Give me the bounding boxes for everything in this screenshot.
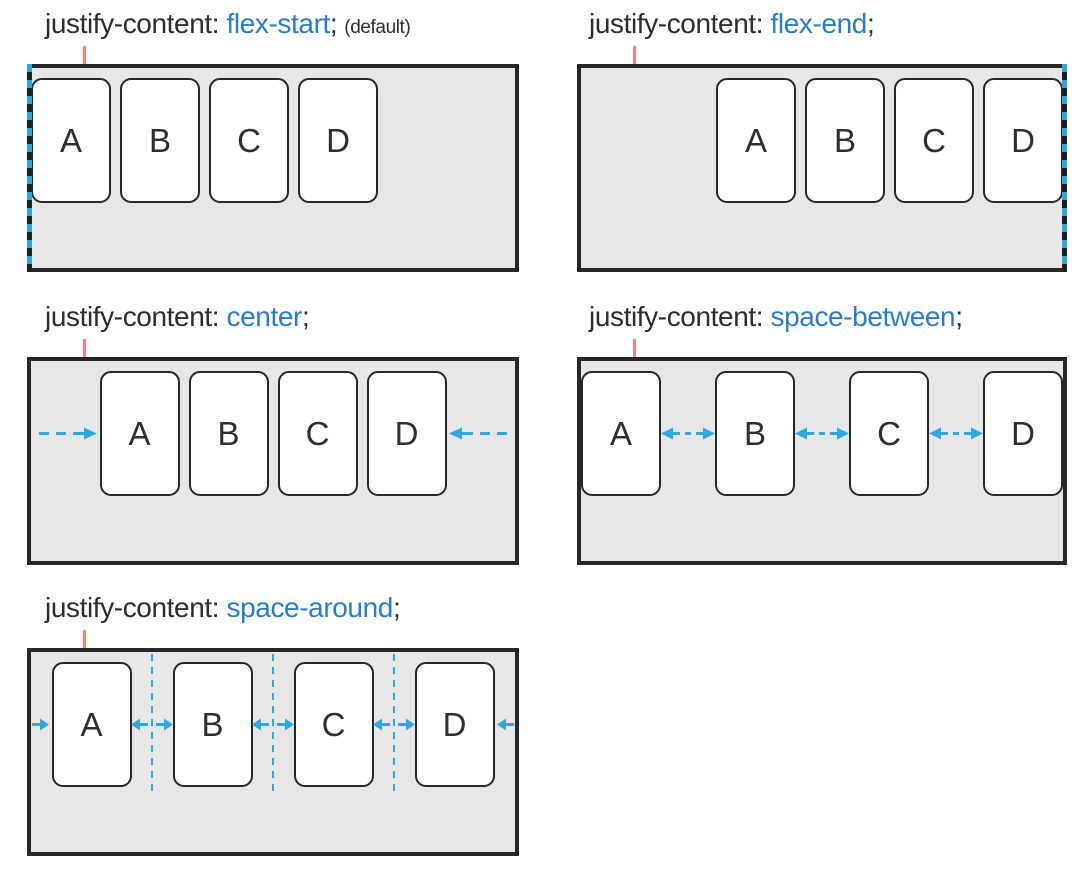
title-value: space-around	[226, 592, 394, 623]
flex-item-c: C	[293, 662, 374, 787]
ruler-tick	[633, 339, 636, 357]
double-headed-arrow-icon	[661, 427, 715, 440]
dashed-arrow-left-icon	[449, 427, 507, 440]
panel-flex-start: justify-content: flex-start; (default) A …	[27, 6, 519, 272]
title-property: justify-content:	[589, 301, 771, 332]
small-arrow-left-icon	[497, 718, 514, 731]
title-semicolon: ;	[955, 301, 963, 332]
flex-container: A B C D	[577, 357, 1067, 565]
double-headed-arrow-icon	[929, 427, 983, 440]
title-property: justify-content:	[589, 8, 771, 39]
flex-item-d: D	[366, 371, 447, 496]
flex-container: A B C D	[27, 648, 519, 856]
ruler-tick	[633, 46, 636, 64]
small-arrow-right-icon	[32, 718, 49, 731]
panel-flex-end: justify-content: flex-end; A B C D	[577, 6, 1067, 272]
flex-item-d: D	[414, 662, 495, 787]
flex-item-c: C	[894, 78, 974, 203]
panel-space-between: justify-content: space-between; A B C D	[577, 299, 1067, 565]
panel-title: justify-content: space-around;	[45, 590, 519, 626]
title-value: flex-start	[226, 8, 331, 39]
flex-item-c: C	[209, 78, 289, 203]
flex-item-a: A	[99, 371, 180, 496]
ruler-tick	[83, 339, 86, 357]
title-property: justify-content:	[45, 592, 227, 623]
small-arrow-left-icon	[252, 718, 269, 731]
flex-item-c: C	[849, 371, 929, 496]
flex-item-b: B	[715, 371, 795, 496]
flex-end-edge-indicator	[1062, 64, 1067, 272]
gap-center-dashed-line	[272, 654, 274, 796]
flex-item-b: B	[188, 371, 269, 496]
flex-container: A B C D	[577, 64, 1067, 272]
small-arrow-left-icon	[131, 718, 148, 731]
double-headed-arrow-icon	[795, 427, 849, 440]
title-value: space-between	[770, 301, 956, 332]
title-note: (default)	[344, 17, 411, 38]
ruler-tick	[83, 630, 86, 648]
flex-item-a: A	[51, 662, 132, 787]
small-arrow-right-icon	[398, 718, 415, 731]
flex-container: A B C D	[27, 64, 519, 272]
ruler-tick	[83, 46, 86, 64]
title-value: center	[226, 301, 303, 332]
panel-space-around: justify-content: space-around;	[27, 590, 519, 856]
flex-item-a: A	[716, 78, 796, 203]
panel-title: justify-content: center;	[45, 299, 519, 335]
flex-item-d: D	[298, 78, 378, 203]
gap-center-dashed-line	[151, 654, 153, 796]
flex-container: A B C D	[27, 357, 519, 565]
title-semicolon: ;	[301, 301, 310, 332]
flex-item-d: D	[983, 78, 1063, 203]
title-property: justify-content:	[45, 301, 227, 332]
title-semicolon: ;	[392, 592, 401, 623]
dashed-arrow-right-icon	[39, 427, 97, 440]
flex-item-b: B	[172, 662, 253, 787]
flex-item-b: B	[805, 78, 885, 203]
panel-title: justify-content: flex-start; (default)	[45, 6, 519, 42]
title-semicolon: ;	[329, 8, 338, 39]
flex-item-d: D	[983, 371, 1063, 496]
title-property: justify-content:	[45, 8, 227, 39]
flex-item-c: C	[277, 371, 358, 496]
flex-item-b: B	[120, 78, 200, 203]
small-arrow-right-icon	[277, 718, 294, 731]
title-semicolon: ;	[866, 8, 875, 39]
flex-item-a: A	[31, 78, 111, 203]
flex-item-a: A	[581, 371, 661, 496]
small-arrow-left-icon	[373, 718, 390, 731]
panel-title: justify-content: space-between;	[589, 299, 1067, 335]
gap-center-dashed-line	[393, 654, 395, 796]
panel-title: justify-content: flex-end;	[589, 6, 1067, 42]
title-value: flex-end	[770, 8, 868, 39]
small-arrow-right-icon	[156, 718, 173, 731]
panel-center: justify-content: center; A B C D	[27, 299, 519, 565]
flex-start-edge-indicator	[27, 64, 32, 272]
